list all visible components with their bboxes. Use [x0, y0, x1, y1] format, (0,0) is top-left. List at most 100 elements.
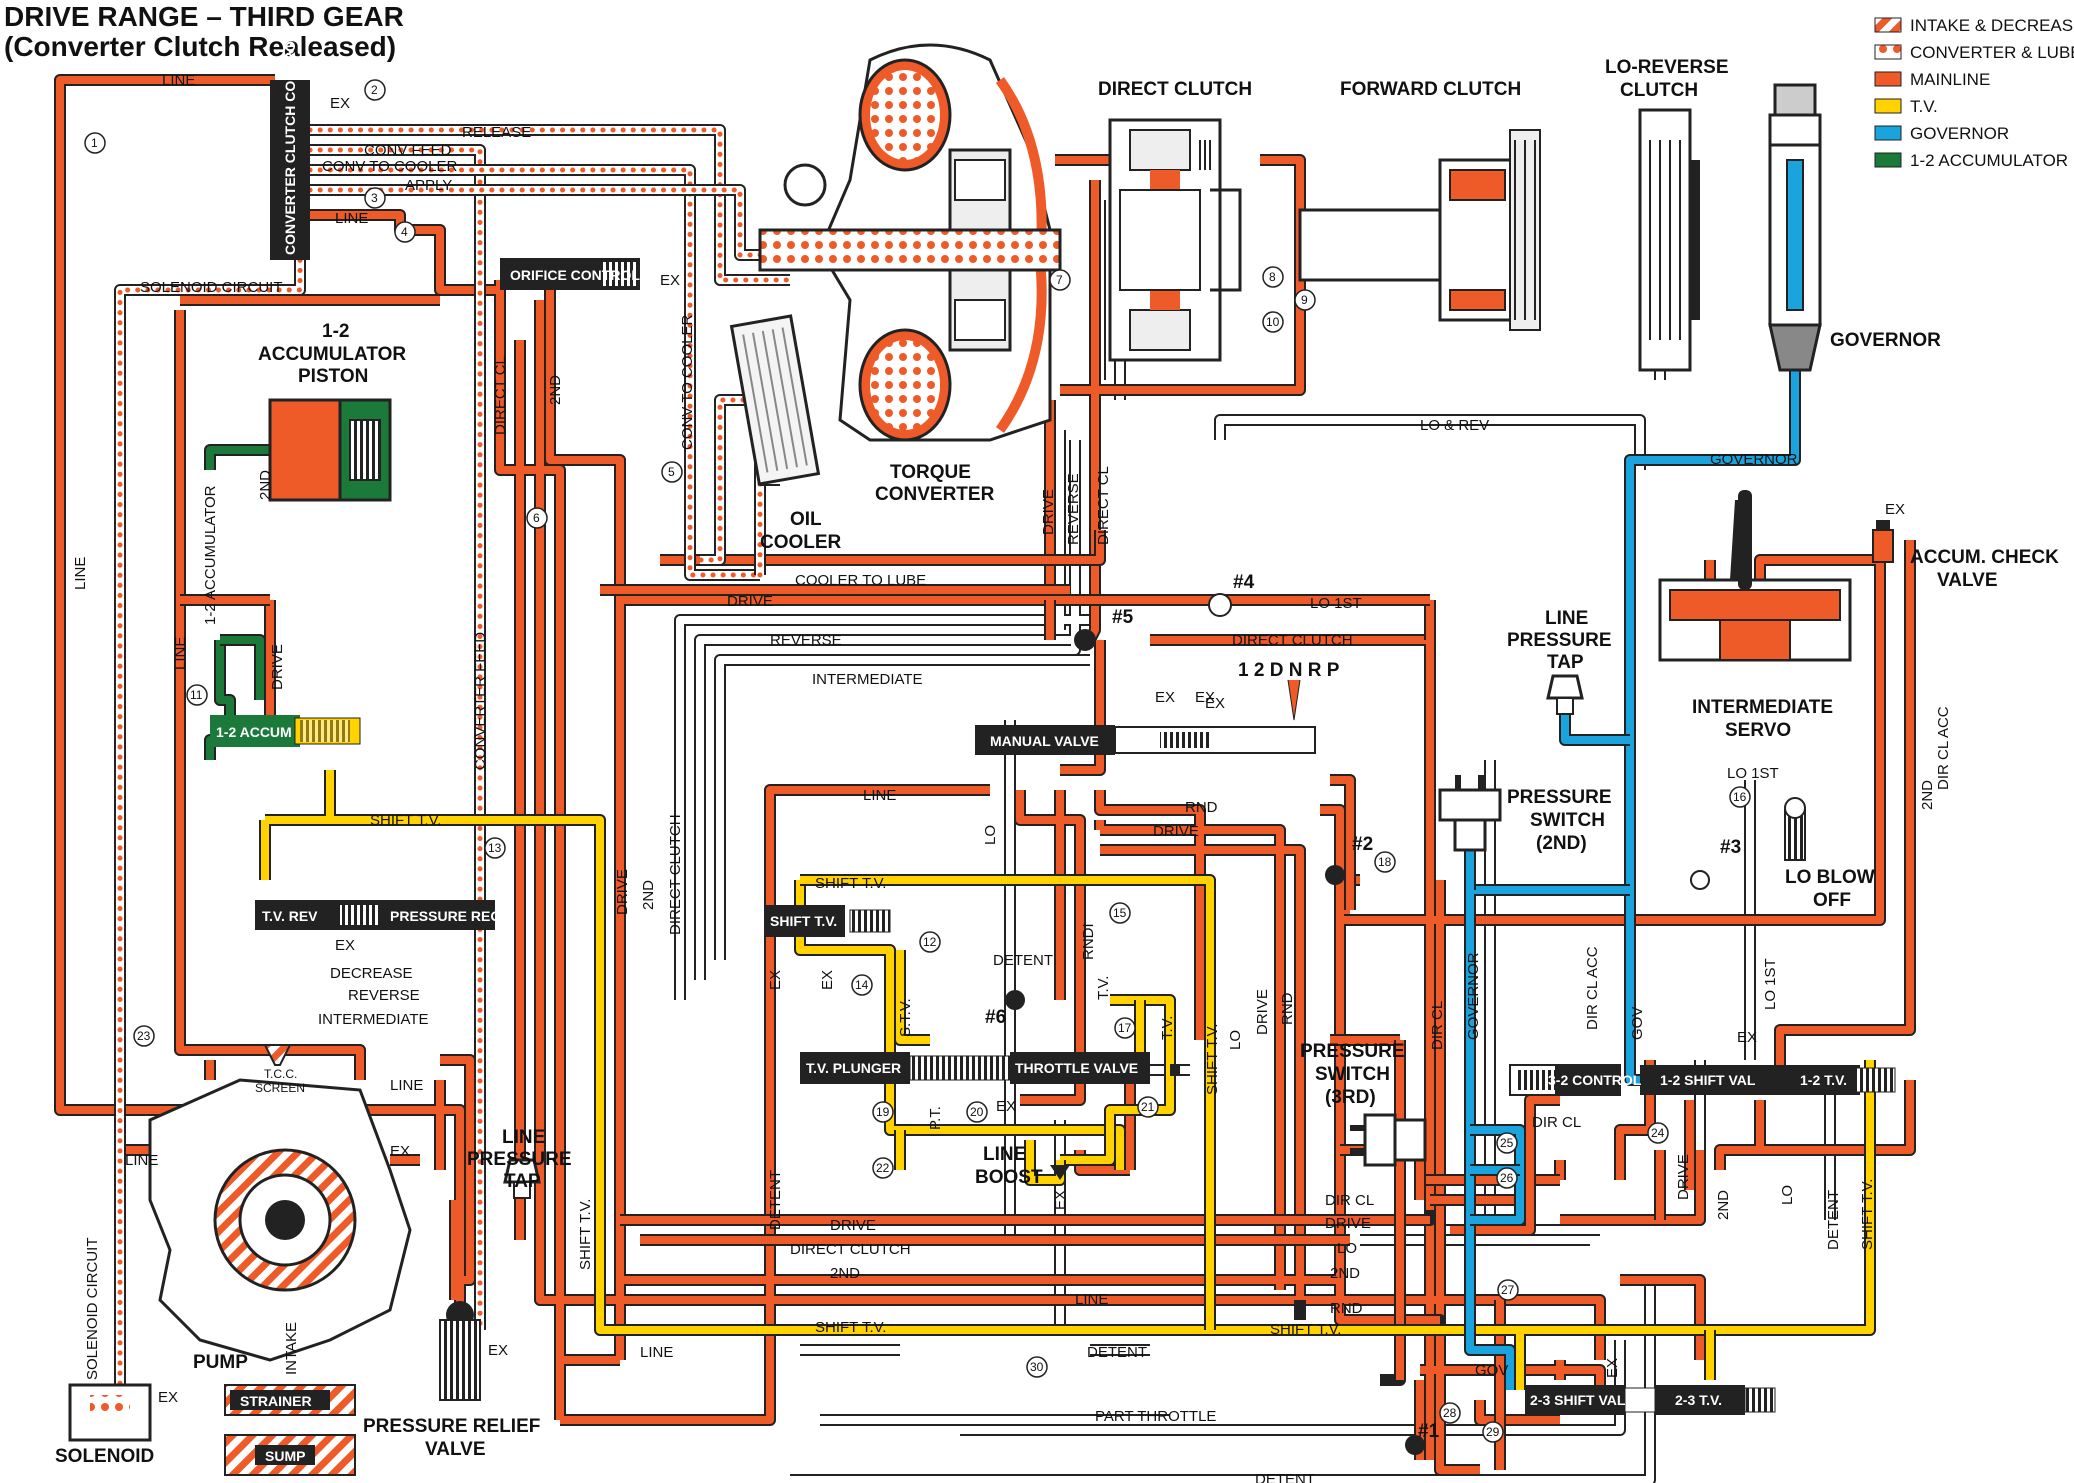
line-boost-1: LINE: [983, 1144, 1026, 1165]
accum-check-label-1: ACCUM. CHECK: [1910, 547, 2059, 568]
shift-tv-valve: SHIFT T.V.: [765, 905, 891, 937]
svg-text:COOLER TO LUBE: COOLER TO LUBE: [795, 572, 926, 589]
svg-text:SOLENOID CIRCUIT: SOLENOID CIRCUIT: [140, 279, 283, 296]
svg-text:26: 26: [1500, 1171, 1514, 1185]
converter-clutch-control-valve: CONVERTER CLUTCH CONTROL: [270, 32, 310, 260]
lo-blow-off-2: OFF: [1813, 890, 1851, 911]
svg-text:DETENT: DETENT: [1255, 1471, 1315, 1483]
svg-text:EX: EX: [1052, 1190, 1069, 1210]
svg-text:17: 17: [1118, 1021, 1132, 1035]
svg-text:14: 14: [855, 978, 869, 992]
strainer: STRAINER: [224, 1384, 356, 1416]
strainer-label: STRAINER: [240, 1393, 312, 1409]
torque-converter-label-1: TORQUE: [890, 462, 971, 483]
checkballs: [1005, 593, 1710, 1455]
svg-text:2ND: 2ND: [640, 880, 657, 910]
svg-text:DRIVE: DRIVE: [1675, 1154, 1692, 1200]
svg-text:CONV TO COOLER: CONV TO COOLER: [322, 158, 457, 175]
svg-text:REVERSE: REVERSE: [348, 987, 420, 1004]
svg-text:P.T.: P.T.: [927, 1106, 944, 1130]
svg-text:16: 16: [1733, 790, 1747, 804]
svg-text:EX: EX: [767, 970, 784, 990]
svg-text:EX: EX: [488, 1342, 508, 1359]
pressure-switch-3rd: [1350, 1113, 1427, 1167]
line-tap-top-1: LINE: [1545, 608, 1588, 629]
svg-text:25: 25: [1500, 1136, 1514, 1150]
checkball-4: #4: [1233, 572, 1255, 593]
svg-text:DIRECT CLUTCH: DIRECT CLUTCH: [790, 1241, 911, 1258]
shift-tv-label: SHIFT T.V.: [770, 913, 837, 929]
svg-text:SHIFT T.V.: SHIFT T.V.: [815, 1319, 886, 1336]
svg-text:SHIFT T.V.: SHIFT T.V.: [1204, 1024, 1221, 1095]
svg-text:SOLENOID CIRCUIT: SOLENOID CIRCUIT: [84, 1237, 101, 1380]
svg-text:INTERMEDIATE: INTERMEDIATE: [812, 671, 923, 688]
checkball-5: #5: [1112, 607, 1134, 628]
pressure-relief-label-1: PRESSURE RELIEF: [363, 1416, 540, 1437]
svg-text:2ND: 2ND: [257, 470, 274, 500]
svg-text:10: 10: [1266, 315, 1280, 329]
accumulator-piston: [268, 398, 392, 502]
svg-text:EX: EX: [996, 1098, 1016, 1115]
legend-accumulator: 1-2 ACCUMULATOR: [1910, 151, 2068, 170]
line-pressure-tap-top: [1546, 674, 1584, 715]
svg-text:7: 7: [1056, 273, 1063, 287]
svg-text:18: 18: [1378, 855, 1392, 869]
throttle-valve: T.V. PLUNGER THROTTLE VALVE: [800, 1052, 1150, 1084]
pressure-switch-2nd-3: (2ND): [1536, 833, 1587, 854]
svg-text:SHIFT T.V.: SHIFT T.V.: [370, 812, 441, 829]
svg-text:DECREASE: DECREASE: [330, 965, 413, 982]
svg-text:LINE: LINE: [390, 1077, 423, 1094]
passage-labels: LINE EX RELEASE CONV FEED CONV TO COOLER…: [72, 72, 1952, 1483]
governor: [1768, 83, 1822, 372]
lo-reverse-clutch: [1638, 108, 1700, 372]
line-boost-icon: [1050, 1165, 1070, 1180]
svg-text:CONV TO COOLER: CONV TO COOLER: [679, 315, 696, 450]
converter-clutch-control-label: CONVERTER CLUTCH CONTROL: [282, 32, 298, 255]
svg-text:LO 1ST: LO 1ST: [1762, 958, 1779, 1010]
svg-text:SHIFT T.V.: SHIFT T.V.: [577, 1199, 594, 1270]
intake-label: INTAKE: [283, 1322, 300, 1375]
svg-text:19: 19: [876, 1105, 890, 1119]
svg-text:DRIVE: DRIVE: [614, 869, 631, 915]
diagram-title: DRIVE RANGE – THIRD GEAR: [4, 1, 404, 32]
tv-12-label: 1-2 T.V.: [1800, 1072, 1847, 1088]
solenoid-label: SOLENOID: [55, 1446, 154, 1467]
orifice-ex: EX: [660, 272, 680, 289]
manual-valve-label: MANUAL VALVE: [990, 733, 1099, 749]
pressure-switch-3rd-3: (3RD): [1325, 1087, 1376, 1108]
accum-piston-label-2: ACCUMULATOR: [258, 344, 406, 365]
accum-12-valve: 1-2 ACCUM: [210, 715, 361, 747]
svg-text:LINE: LINE: [335, 210, 368, 227]
pressure-relief-valve: [439, 1301, 481, 1401]
svg-text:LINE: LINE: [162, 72, 195, 89]
svg-text:GOVERNOR: GOVERNOR: [1465, 952, 1482, 1040]
checkball-1: #1: [1418, 1421, 1440, 1442]
mainline-buses: [180, 530, 1666, 1470]
torque-converter: [758, 43, 1062, 442]
svg-text:GOV: GOV: [1475, 1362, 1508, 1379]
svg-text:EX: EX: [819, 970, 836, 990]
svg-text:LO & REV: LO & REV: [1420, 417, 1489, 434]
svg-text:DRIVE: DRIVE: [269, 644, 286, 690]
accum-check-valve: [1872, 520, 1894, 563]
line-tap-low-3: TAP: [504, 1171, 541, 1192]
svg-text:EX: EX: [390, 1143, 410, 1160]
lo-reverse-label-1: LO-REVERSE: [1605, 57, 1729, 78]
pressure-switch-3rd-1: PRESSURE: [1300, 1041, 1405, 1062]
legend-tv: T.V.: [1910, 97, 1938, 116]
line-tap-low-2: PRESSURE: [467, 1149, 572, 1170]
svg-text:2ND: 2ND: [1919, 780, 1936, 810]
svg-text:T.V.: T.V.: [1159, 1016, 1176, 1040]
shift-12-valve-body: 3-2 CONTROL 1-2 SHIFT VAL 1-2 T.V.: [1509, 1064, 1896, 1096]
sump: SUMP: [224, 1434, 356, 1476]
svg-text:EX: EX: [1604, 1358, 1621, 1378]
svg-text:RND: RND: [1185, 799, 1218, 816]
svg-text:SHIFT T.V.: SHIFT T.V.: [1270, 1321, 1341, 1338]
direct-clutch-label: DIRECT CLUTCH: [1098, 79, 1252, 100]
accum-check-ex: EX: [1885, 501, 1905, 518]
svg-text:2ND: 2ND: [1330, 1265, 1360, 1282]
shift-23-valve-body: 2-3 SHIFT VAL 2-3 T.V.: [1525, 1385, 1776, 1415]
svg-text:LO 1ST: LO 1ST: [1727, 765, 1779, 782]
svg-text:LINE: LINE: [72, 557, 89, 590]
svg-text:DRIVE: DRIVE: [830, 1217, 876, 1234]
